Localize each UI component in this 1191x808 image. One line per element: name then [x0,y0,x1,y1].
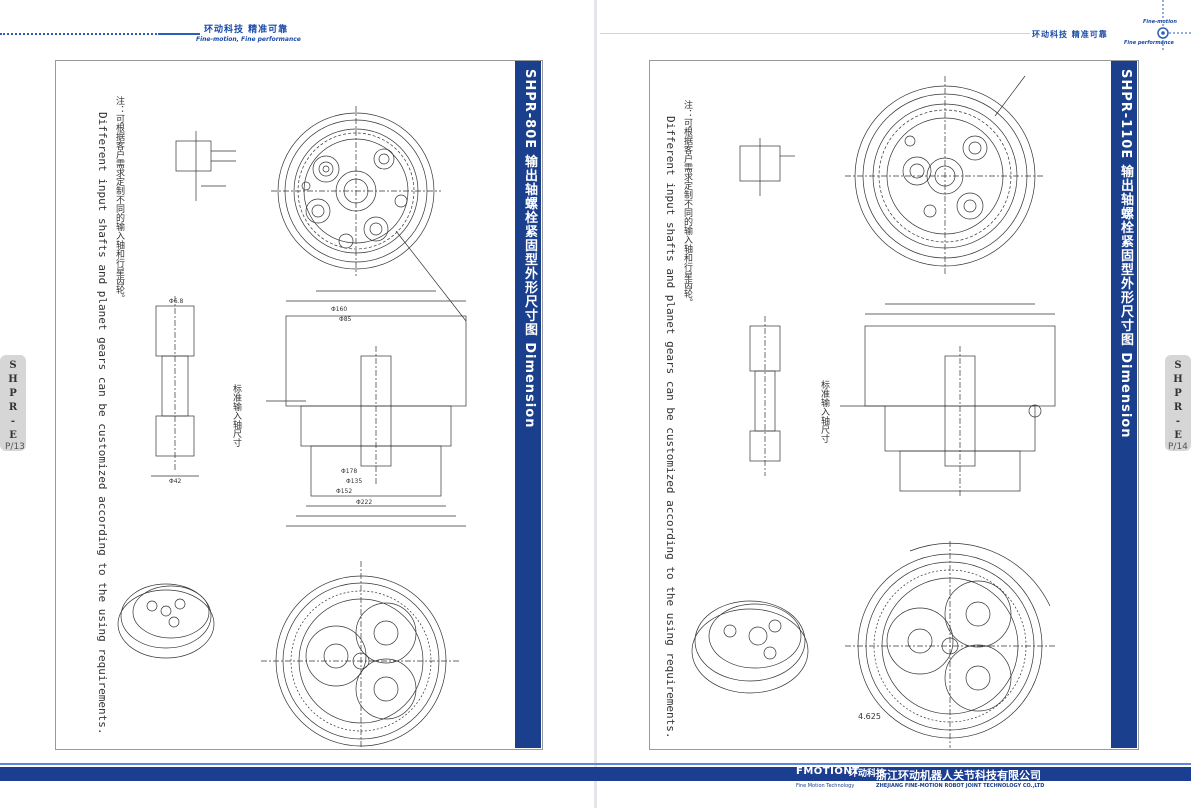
footer-company-cn: 浙江环动机器人关节科技有限公司 [876,769,1041,782]
right-isometric-view [691,600,809,694]
right-note-en: Different input shafts and planet gears … [664,116,677,739]
page-spine [594,0,597,808]
footer-thin-line [0,763,1191,765]
left-technical-drawing: Φ160 Φ85 Φ152 Φ222 Φ135 Φ178 Φ42 Φ6.8 [117,106,467,748]
header-target-icon [1157,0,1191,52]
left-isometric-view [117,583,215,659]
dim-phi6-8: Φ6.8 [169,298,183,305]
left-note-en: Different input shafts and planet gears … [96,112,109,735]
footer-logo-cn: 环动科技 [849,769,886,779]
footer-logo: FMOTIONT [796,766,860,777]
right-section-view [840,303,1056,496]
dim-phi222: Φ222 [356,499,372,506]
header-line-left [160,33,200,35]
brand-tagline-right-1: Fine-motion [1143,19,1177,25]
header-dots-left [0,33,160,37]
dim-phi178: Φ178 [341,468,357,475]
right-detail-small [739,138,795,196]
dim-phi152: Φ152 [336,488,352,495]
brand-tagline-right-2: Fine performance [1124,40,1174,46]
dim-phi42: Φ42 [169,478,182,485]
left-standard-input-label: 标准输入轴尺寸 [231,384,241,447]
right-input-shaft [749,316,781,476]
right-standard-input-label: 标准输入轴尺寸 [819,380,829,443]
right-technical-drawing: 4.625 [691,75,1056,748]
right-title: SHPR-110E 输出轴螺栓紧固型外形尺寸图 Dimension [1118,69,1133,439]
dim-4-625: 4.625 [858,712,881,721]
left-input-shaft [151,296,199,477]
page-number-right: P/14 [1168,442,1188,452]
right-rear-view [845,541,1055,748]
right-drawing-frame [649,60,1139,750]
left-note-cn: 注：可根据客户需求定制不同的输入轴和行星齿轮。 [114,96,124,303]
left-section-view [266,290,467,527]
right-front-view [845,75,1045,276]
left-drawing-frame [55,60,543,750]
header-line-right [600,33,1030,34]
dim-phi160: Φ160 [331,306,347,313]
footer-band [0,767,1191,781]
right-title-bar: SHPR-110E 输出轴螺栓紧固型外形尺寸图 Dimension [1111,61,1137,748]
brand-slogan-right: 环动科技 精准可靠 [1032,30,1108,39]
left-rear-view [261,561,461,748]
dim-phi85: Φ85 [339,316,352,323]
left-title: SHPR-80E 输出轴螺栓紧固型外形尺寸图 Dimension [522,69,537,429]
left-title-bar: SHPR-80E 输出轴螺栓紧固型外形尺寸图 Dimension [515,61,541,748]
brand-tagline-left: Fine-motion, Fine performance [196,36,301,43]
brand-slogan-left: 环动科技 精准可靠 [204,25,289,35]
footer-logo-sub: Fine Motion Technology [796,783,855,789]
page-number-left: P/13 [5,442,25,452]
right-note-cn: 注：可根据客户需求定制不同的输入轴和行星齿轮。 [682,100,692,307]
dim-phi135: Φ135 [346,478,362,485]
left-front-view [271,106,467,322]
left-detail-small [175,131,236,201]
footer-company-en: ZHEJIANG FINE-MOTION ROBOT JOINT TECHNOL… [876,783,1045,789]
